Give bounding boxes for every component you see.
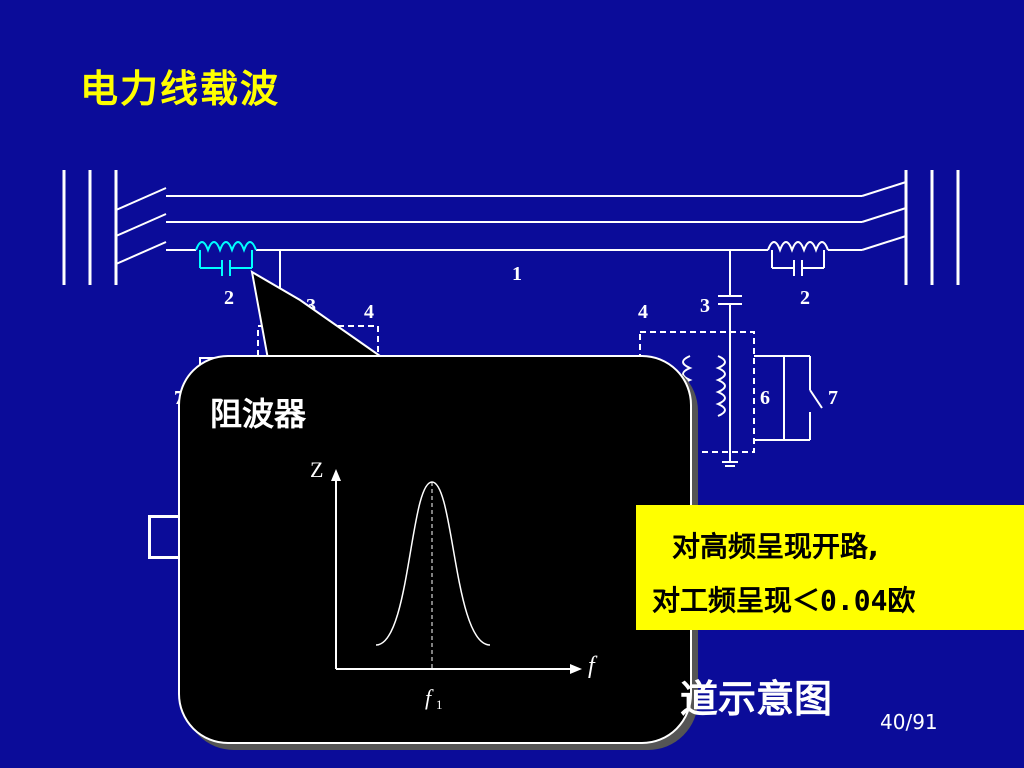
left-switch-b: [115, 213, 167, 237]
right-switch-b: [861, 207, 907, 223]
page-number: 40/91: [880, 710, 938, 734]
left-switch-c: [115, 241, 167, 265]
slide-title: 电力线载波: [80, 67, 281, 111]
right-switch-a: [861, 181, 907, 197]
right-filter-box: [639, 331, 755, 453]
label-trap-right: 2: [800, 287, 810, 309]
partial-box: [148, 515, 182, 559]
popup-title: 阻波器: [210, 395, 307, 433]
label-capacitor-left: 3: [306, 295, 316, 317]
caption-partial: 道示意图: [680, 677, 833, 721]
x-axis-label: f: [588, 653, 598, 679]
label-capacitor-right: 3: [700, 295, 710, 317]
left-trap-coil: [195, 241, 257, 253]
right-filter-coil: [715, 355, 726, 417]
label-switch-right: 7: [828, 387, 838, 409]
resonance-curve: [375, 481, 491, 646]
right-switch-c: [861, 235, 907, 251]
center-frequency-subscript: 1: [436, 697, 443, 712]
note-line-2: 对工频呈现＜0.04欧: [652, 584, 916, 617]
note-line-1: 对高频呈现开路,: [672, 530, 879, 563]
label-line: 1: [512, 263, 522, 285]
label-trap-left: 2: [224, 287, 234, 309]
yellow-note: 对高频呈现开路, 对工频呈现＜0.04欧: [636, 505, 1024, 630]
label-filter-right: 4: [638, 301, 648, 323]
impedance-graph: Z f f 1: [310, 457, 598, 712]
right-switch-7: [809, 389, 823, 409]
center-frequency-label: f: [425, 685, 434, 710]
left-switch-a: [115, 187, 167, 211]
right-trap-coil: [767, 241, 829, 253]
label-device-right: 6: [760, 387, 770, 409]
label-filter-left: 4: [364, 301, 374, 323]
y-axis-label: Z: [310, 457, 323, 482]
wave-trap-popup: 阻波器 Z f f 1: [178, 355, 692, 744]
